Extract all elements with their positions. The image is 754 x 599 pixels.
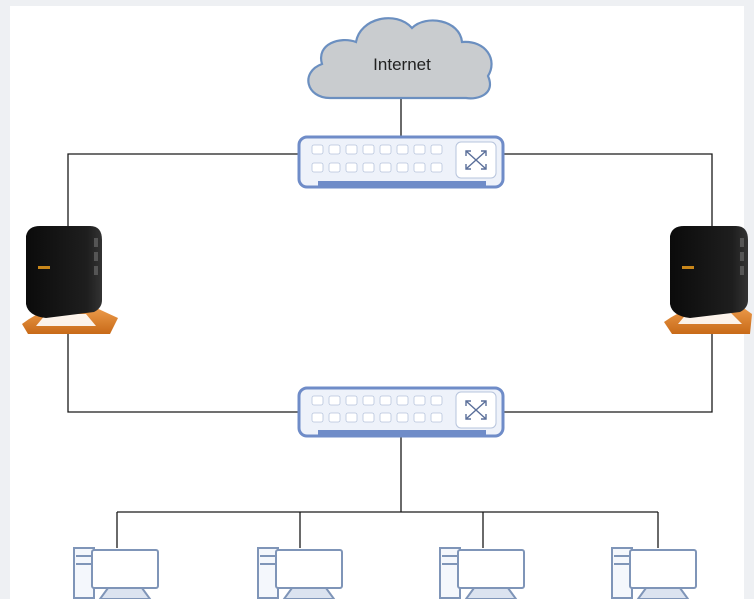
link-right-router-to-bottom-switch: [503, 334, 713, 413]
cloud-icon: Internet: [307, 17, 493, 100]
desktop-computer-icon: [439, 547, 525, 599]
desktop-computer-icon: [73, 547, 159, 599]
desktop-computer-icon: [611, 547, 697, 599]
router-icon: [664, 226, 752, 334]
link-left-router-to-bottom-switch: [67, 334, 300, 413]
switch-arrows-icon: [465, 400, 487, 420]
canvas-area: [10, 6, 744, 599]
router-icon: [22, 226, 118, 334]
switch-arrows-icon: [465, 150, 487, 170]
network-switch-icon: [297, 386, 505, 438]
cloud-label: Internet: [373, 55, 431, 74]
desktop-computer-icon: [257, 547, 343, 599]
link-top-switch-to-right-router: [503, 153, 713, 228]
link-top-switch-to-left-router: [67, 153, 300, 228]
network-switch-icon: [297, 135, 505, 189]
links: [67, 98, 713, 548]
